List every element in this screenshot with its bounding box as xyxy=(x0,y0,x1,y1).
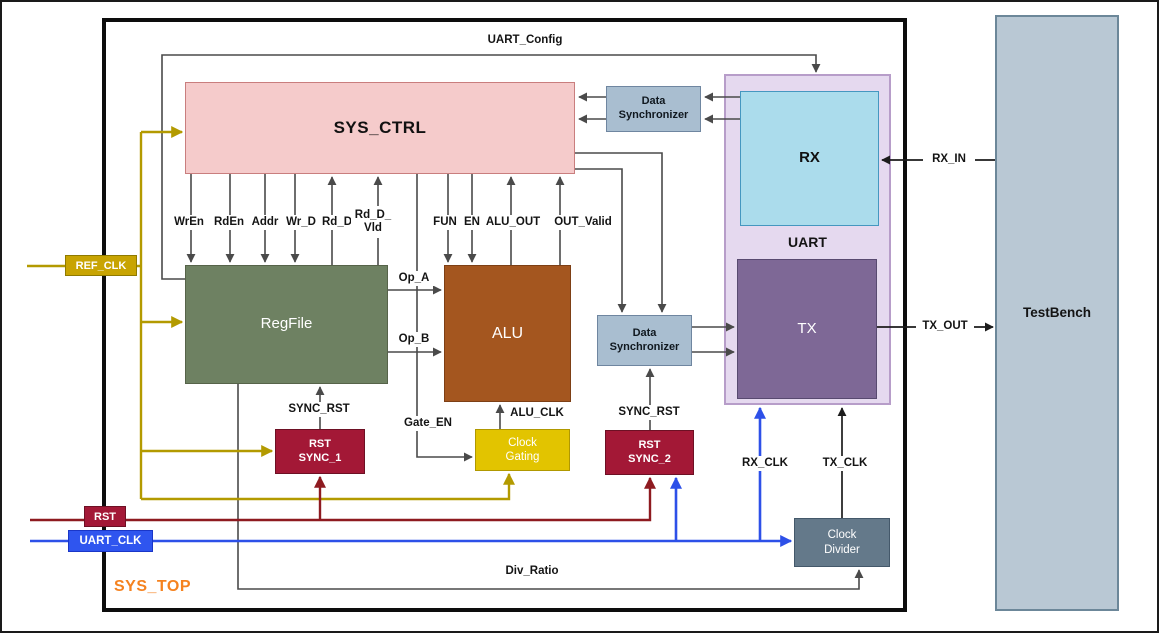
uart-container-label: UART xyxy=(788,234,827,251)
port-label-ref-clk: REF_CLK xyxy=(65,255,137,276)
port-label-rst: RST xyxy=(84,506,126,527)
block-sys-ctrl: SYS_CTRL xyxy=(185,82,575,174)
signal-label-div-ratio: Div_Ratio xyxy=(500,564,564,579)
signal-label-fun: FUN xyxy=(427,215,463,230)
sys-top-label: SYS_TOP xyxy=(114,578,192,595)
signal-label-en: EN xyxy=(458,215,486,230)
block-rx: RX xyxy=(740,91,879,226)
signal-label-wren: WrEn xyxy=(168,215,210,230)
block-rst-sync-2: RST SYNC_2 xyxy=(605,430,694,475)
signal-label-rden: RdEn xyxy=(208,215,250,230)
block-data-synchronizer-top: Data Synchronizer xyxy=(606,86,701,132)
signal-label-sync-rst-right: SYNC_RST xyxy=(615,405,683,420)
signal-label-gate-en: Gate_EN xyxy=(399,416,457,431)
signal-label-op-a: Op_A xyxy=(394,271,434,286)
signal-label-op-b: Op_B xyxy=(394,332,434,347)
signal-label-uart-config: UART_Config xyxy=(481,33,569,49)
block-regfile: RegFile xyxy=(185,265,388,384)
signal-label-rx-clk: RX_CLK xyxy=(736,456,794,471)
port-label-uart-clk: UART_CLK xyxy=(68,530,153,552)
signal-label-rx-in: RX_IN xyxy=(923,152,975,167)
signal-label-addr: Addr xyxy=(245,215,285,230)
sys-top-boundary xyxy=(102,18,907,612)
block-data-synchronizer-mid: Data Synchronizer xyxy=(597,315,692,366)
signal-label-alu-clk: ALU_CLK xyxy=(506,406,568,421)
block-alu: ALU xyxy=(444,265,571,402)
block-tx: TX xyxy=(737,259,877,399)
signal-label-rd-d: Rd_D xyxy=(316,215,358,230)
signal-label-alu-out: ALU_OUT xyxy=(480,215,546,230)
block-testbench: TestBench xyxy=(995,15,1119,611)
signal-label-sync-rst-left: SYNC_RST xyxy=(285,402,353,417)
block-clock-divider: Clock Divider xyxy=(794,518,890,567)
signal-label-tx-clk: TX_CLK xyxy=(817,456,873,471)
signal-label-out-valid: OUT_Valid xyxy=(548,215,618,230)
block-clock-gating: Clock Gating xyxy=(475,429,570,471)
block-rst-sync-1: RST SYNC_1 xyxy=(275,429,365,474)
signal-label-rd-d-vld: Rd_D_ Vld xyxy=(351,206,395,238)
signal-label-wr-d: Wr_D xyxy=(280,215,322,230)
signal-label-tx-out: TX_OUT xyxy=(916,319,974,334)
